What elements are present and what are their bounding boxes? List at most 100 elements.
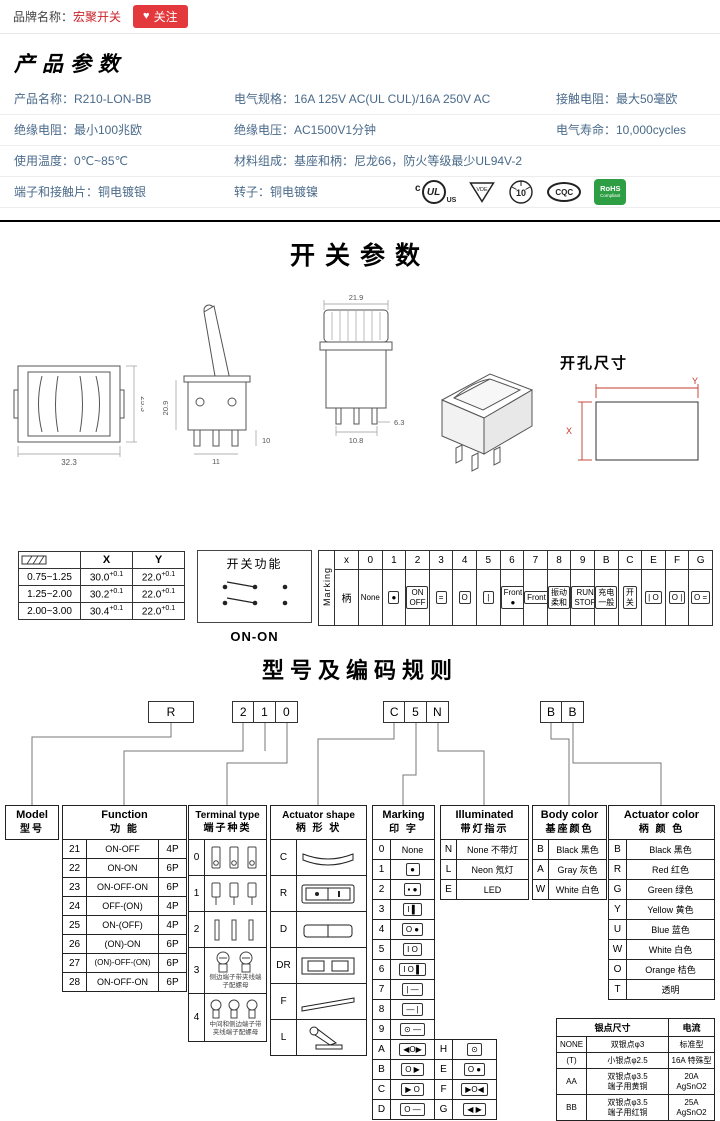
table-row: F <box>270 983 368 1020</box>
cell: NONE <box>556 1036 587 1053</box>
cell: 0 <box>358 550 383 570</box>
cell: Black 黑色 <box>626 839 715 860</box>
cell: White 白色 <box>547 879 608 900</box>
switch-params-title: 开关参数 <box>289 242 430 270</box>
cqc-certification-icon: CQC <box>547 182 582 202</box>
terminal-type-1-icon <box>211 882 257 905</box>
model-box: Model 型号 <box>5 805 59 840</box>
table-row: 0.75~1.25 30.0+0.1 22.0+0.1 <box>18 568 185 586</box>
cell: 接触电阻：最大50毫欧 <box>556 92 678 106</box>
cell <box>204 875 267 912</box>
cell: ● <box>381 569 407 626</box>
side-bottom-dim: 11 <box>212 457 220 466</box>
cell <box>556 146 720 176</box>
cell: 1 <box>188 875 205 912</box>
cell: 透明 <box>626 979 715 1000</box>
cell: ON-OFF-ON <box>86 972 159 992</box>
cell: (ON)-OFF-(ON) <box>86 953 159 973</box>
cell: N <box>433 705 442 719</box>
cell: B <box>568 705 577 719</box>
cell: R <box>166 705 176 719</box>
model-coding-title: 型号及编码规则 <box>261 658 458 683</box>
table-row: 0 <box>188 839 267 876</box>
cell: 24 <box>62 896 87 916</box>
cell: ⊙ <box>452 1039 497 1060</box>
terminal-type-2-icon <box>214 919 254 940</box>
cell: G <box>688 550 713 570</box>
cell: 绝缘电压：AC1500V1分钟 <box>234 123 377 137</box>
cell: 1.25~2.00 <box>18 585 81 603</box>
silver-point-table: 银点尺寸 电流 NONE 双银点φ3 标准型 (T) 小银点φ2.5 16A 特… <box>555 1018 716 1121</box>
front-height-dim: 25.3 <box>139 396 144 412</box>
rohs-sub-label: Compliant <box>600 192 621 198</box>
cell: 振动 柔和 <box>546 569 572 626</box>
cell: 2 <box>372 879 391 900</box>
side-height-dim: 20.9 <box>161 401 170 416</box>
switch-function-title: 开关功能 <box>226 557 283 571</box>
cell: E <box>434 1059 453 1080</box>
front-width-dim: 32.3 <box>61 458 77 467</box>
cell: 4P <box>157 839 188 859</box>
cell: Orange 桔色 <box>626 959 715 980</box>
cell: T <box>608 979 627 1000</box>
table-row: 9⊙ — <box>372 1019 435 1040</box>
marking-side-label: Marking <box>318 550 335 626</box>
cell: O ▶ <box>390 1059 435 1080</box>
cell: None 不带灯 <box>456 839 529 860</box>
table-row: 1● <box>372 859 435 880</box>
table-row: Model 型号 <box>5 805 59 840</box>
cell: B <box>532 839 549 860</box>
front-view-drawing: 32.3 25.3 <box>13 365 144 467</box>
follow-button-label: 关注 <box>153 10 178 24</box>
brand-name-link[interactable]: 宏聚开关 <box>73 10 122 24</box>
cell: ON-OFF <box>86 839 159 859</box>
cell: 转子：铜电镀镍 <box>234 185 319 199</box>
cell: Red 红色 <box>626 859 715 880</box>
cell: 8 <box>372 999 391 1020</box>
cell: 22.0+0.1 <box>132 585 185 603</box>
panel-thickness-icon-cell <box>18 551 81 569</box>
cell: 双银点φ3.5 端子用红铜 <box>585 1094 670 1121</box>
cell: 5 <box>475 550 501 570</box>
cell: 小银点φ2.5 <box>585 1052 670 1069</box>
cell: 材料组成：基座和柄：尼龙66，防火等级最少UL94V-2 <box>234 154 523 168</box>
table-row: Marking x 0 1 2 3 4 5 6 7 8 9 B C E F G <box>318 550 713 626</box>
cell: 9 <box>570 550 595 570</box>
table-row: C <box>270 839 368 876</box>
switch-function-box: 开关功能 <box>197 550 312 623</box>
rohs-label: RoHS <box>600 184 621 194</box>
marking-options-table: Marking x 0 1 2 3 4 5 6 7 8 9 B C E F G … <box>318 550 713 626</box>
cell <box>204 839 267 876</box>
cell: 0 <box>283 705 290 719</box>
follow-button[interactable]: ♥ 关注 <box>133 5 188 28</box>
cert-10-icon: 10 <box>509 180 533 204</box>
cell: 4 <box>372 919 391 940</box>
cell: 3 <box>188 947 205 994</box>
cell: 3 <box>372 899 391 920</box>
cell: C <box>384 702 406 722</box>
cell: 6P <box>157 972 188 992</box>
side-view-drawing: 20.9 10 11 <box>161 304 270 466</box>
side-terminal-dim: 10 <box>262 436 270 445</box>
brand-label: 品牌名称： <box>13 10 74 24</box>
cell: 柄 <box>334 569 359 626</box>
shape-d-icon <box>303 924 353 937</box>
cell: 绝缘电阻：最小100兆欧 <box>14 123 143 137</box>
cell: O = <box>688 569 713 626</box>
cell: 21 <box>62 839 87 859</box>
cell: E <box>641 550 666 570</box>
cell: 23 <box>62 877 87 897</box>
